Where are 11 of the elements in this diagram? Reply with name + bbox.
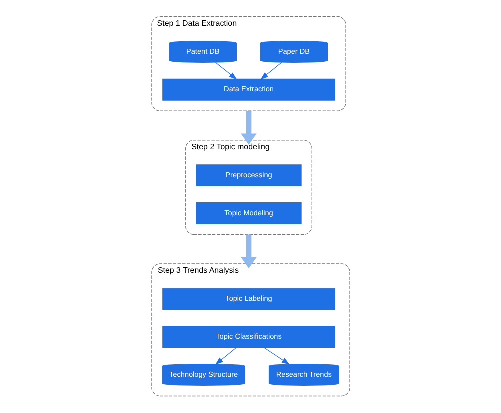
node-box: Preprocessing — [196, 164, 302, 187]
node-box: Topic Classifications — [162, 326, 335, 348]
arrow — [214, 347, 236, 365]
node-box: Topic Labeling — [162, 288, 335, 310]
node-box: Data Extraction — [162, 78, 335, 101]
arrow — [240, 111, 256, 145]
arrow — [260, 62, 282, 80]
arrow — [240, 234, 256, 269]
arrow — [214, 62, 237, 80]
arrow — [263, 347, 290, 365]
node-box: Topic Modeling — [196, 202, 302, 224]
